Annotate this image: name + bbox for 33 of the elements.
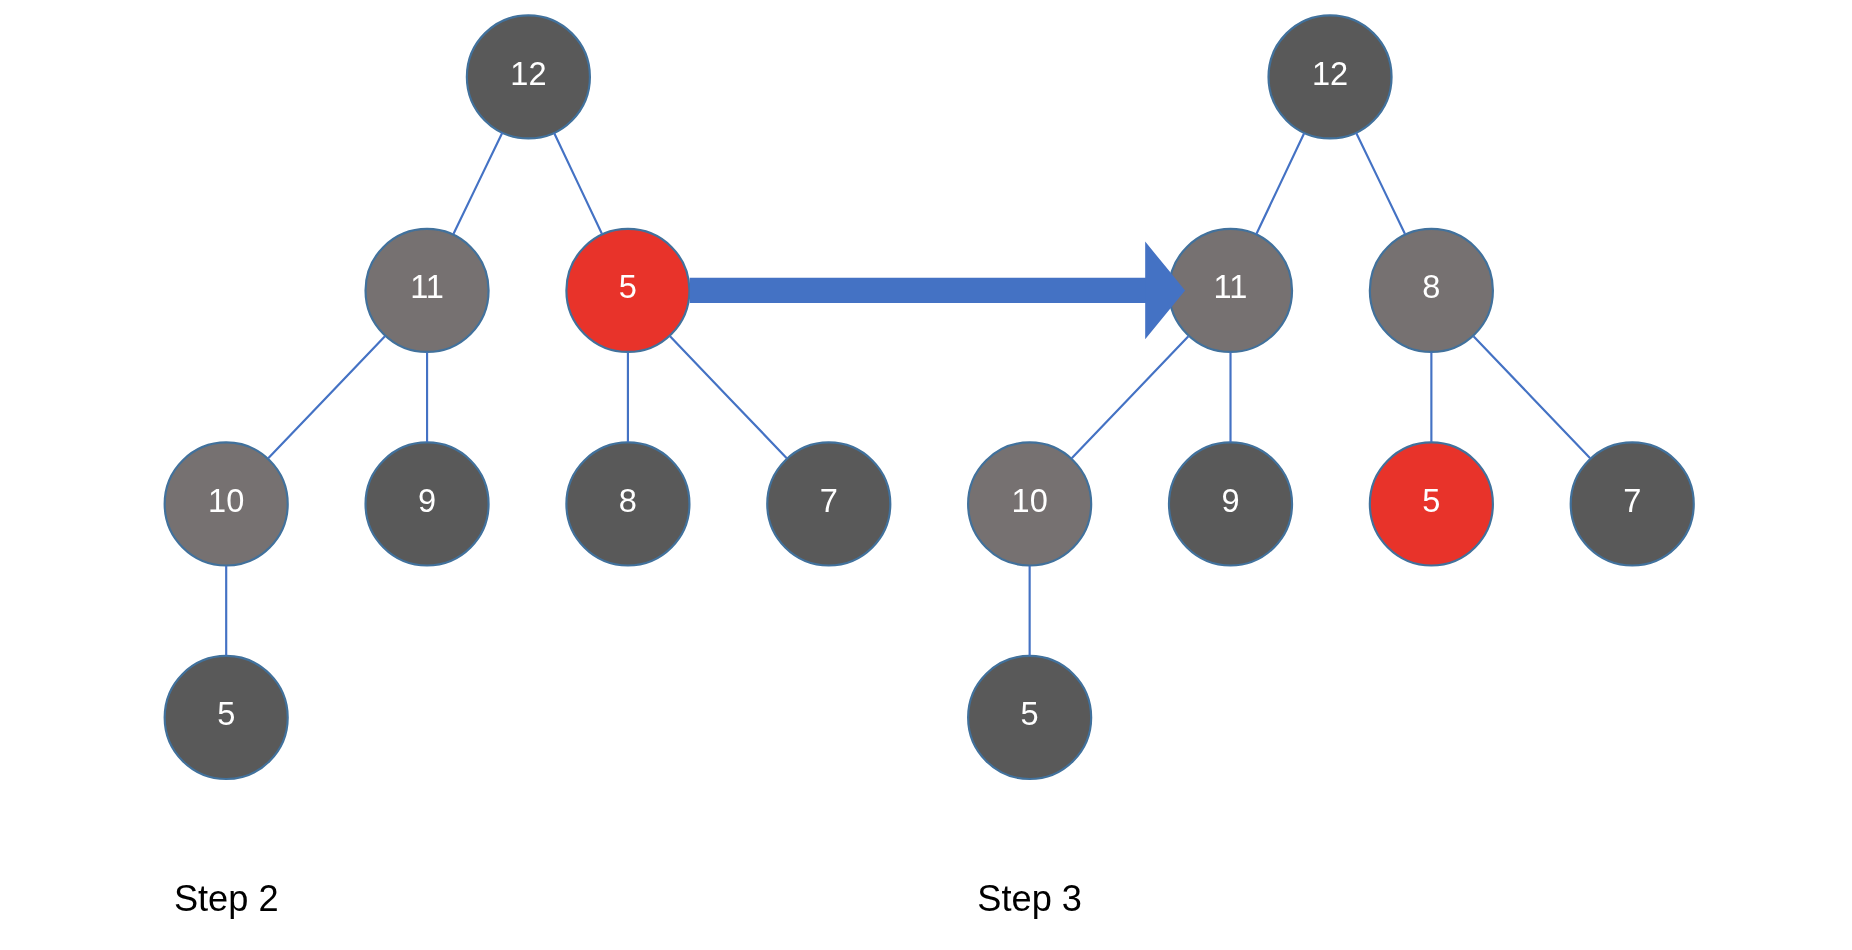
node-circle: 12: [465, 14, 591, 140]
node-circle: 5: [966, 654, 1092, 781]
node-circle: 11: [1167, 227, 1293, 354]
node-circle: 5: [564, 227, 691, 354]
connector: [1254, 132, 1305, 235]
arrow: [689, 241, 1185, 340]
connector: [224, 565, 227, 656]
node-circle: 5: [1368, 441, 1494, 567]
connector: [1472, 335, 1591, 459]
label: Step 3: [976, 878, 1082, 920]
node-circle: 10: [163, 441, 289, 567]
connector: [626, 352, 629, 442]
connector: [266, 335, 386, 459]
connector: [1429, 352, 1432, 442]
connector: [425, 352, 428, 442]
node-circle: 8: [1368, 227, 1494, 354]
connector: [1228, 352, 1232, 442]
node-circle: 5: [163, 654, 289, 781]
label: Step 2: [173, 878, 279, 920]
node-circle: 7: [1569, 441, 1695, 567]
node-circle: 11: [363, 227, 490, 354]
node-circle: 9: [1167, 441, 1293, 567]
connector: [1028, 565, 1031, 656]
connector: [1070, 335, 1189, 459]
node-circle: 8: [564, 441, 691, 567]
connector: [1354, 132, 1406, 235]
node-circle: 7: [765, 441, 891, 567]
node-circle: 12: [1266, 14, 1393, 140]
connector: [552, 132, 603, 235]
connector: [451, 132, 503, 235]
node-circle: 10: [966, 441, 1092, 567]
connector: [668, 335, 787, 459]
node-circle: 9: [363, 441, 490, 567]
